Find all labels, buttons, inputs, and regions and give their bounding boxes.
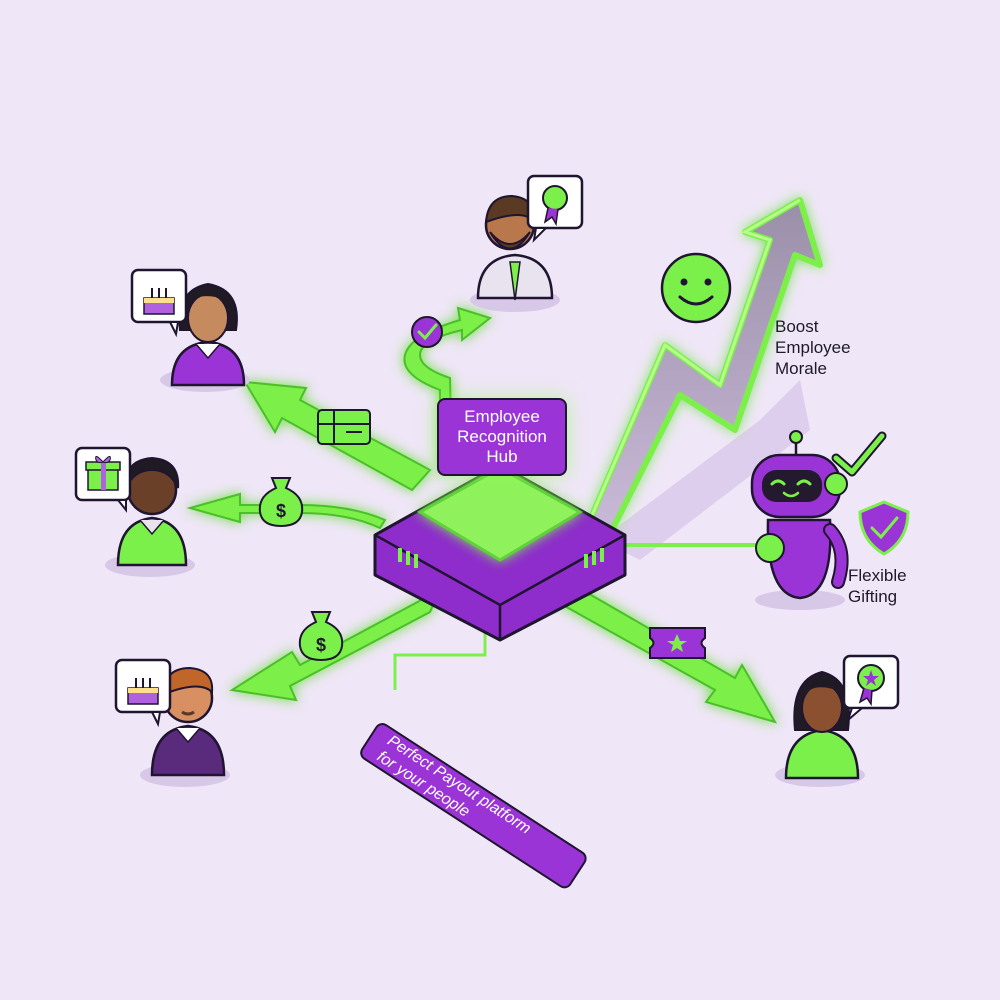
arrow-to-bottom-left-employee — [229, 587, 443, 702]
award-ribbon-speech-bubble-icon — [526, 174, 584, 243]
employee-avatar-top-left — [160, 282, 250, 392]
employee-avatar-top — [470, 194, 560, 312]
employee-avatar-bottom-left — [140, 666, 230, 787]
money-bag-icon: $ — [298, 611, 344, 662]
boost-morale-line2: Employee — [775, 338, 851, 357]
employee-avatar-left — [105, 456, 195, 577]
flexible-gifting-line2: Gifting — [848, 587, 898, 606]
boost-morale-line3: Morale — [775, 359, 827, 378]
hub-label-callout: Employee Recognition Hub — [437, 398, 567, 476]
hub-label-line3: Hub — [486, 447, 518, 466]
money-bag-symbol: $ — [276, 501, 286, 521]
recognition-hub-platform — [373, 463, 627, 642]
birthday-cake-speech-bubble-icon — [130, 268, 188, 338]
gift-box-speech-bubble-icon — [74, 446, 132, 513]
money-bag-icon: $ — [258, 477, 304, 528]
smiley-face-icon — [660, 252, 732, 324]
birthday-cake-speech-bubble-icon — [114, 658, 172, 728]
flexible-gifting-label: Flexible Gifting — [848, 565, 907, 607]
flexible-gifting-line1: Flexible — [848, 566, 907, 585]
shield-check-icon — [858, 500, 910, 556]
boost-morale-label: Boost Employee Morale — [775, 316, 851, 379]
checkmark-icon — [831, 431, 887, 477]
employee-avatar-bottom-right — [775, 670, 865, 787]
gift-card-icon — [317, 409, 371, 445]
ticket-icon — [649, 627, 706, 659]
award-star-speech-bubble-icon — [842, 654, 900, 724]
hub-label-line1: Employee — [464, 407, 540, 426]
check-badge-icon — [411, 316, 443, 348]
boost-morale-line1: Boost — [775, 317, 819, 336]
money-bag-symbol: $ — [316, 635, 326, 655]
hub-label-line2: Recognition — [457, 427, 547, 446]
arrow-to-top-employee — [403, 306, 493, 471]
growth-trend-arrow — [587, 197, 823, 533]
gifting-robot-mascot — [750, 430, 849, 610]
